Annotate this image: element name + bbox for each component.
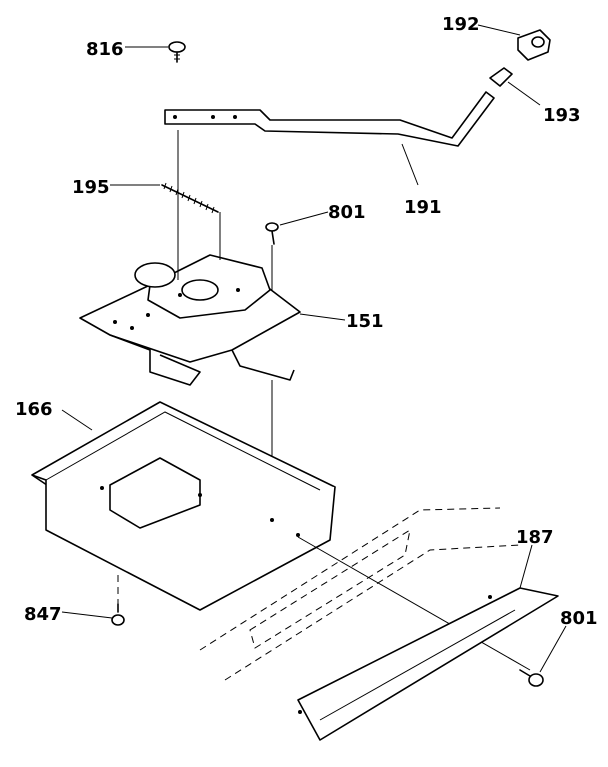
part-195-spring — [110, 182, 219, 214]
label-191: 191 — [404, 197, 442, 218]
label-847: 847 — [24, 604, 62, 625]
part-816-screw — [125, 41, 186, 63]
label-801-bottom: 801 — [560, 608, 598, 629]
label-192: 192 — [442, 14, 480, 35]
part-193-bushing — [489, 67, 541, 106]
label-816: 816 — [86, 39, 124, 60]
label-195: 195 — [72, 177, 110, 198]
part-192-knob — [477, 24, 551, 61]
label-193: 193 — [543, 105, 581, 126]
part-187-trim-strip — [297, 544, 559, 741]
label-151: 151 — [346, 311, 384, 332]
background-rail — [199, 507, 521, 681]
part-151-mechanism — [79, 130, 346, 520]
label-801-top: 801 — [328, 202, 366, 223]
label-187: 187 — [516, 527, 554, 548]
part-847-screw — [61, 575, 125, 626]
part-166-tray — [31, 401, 531, 671]
part-191-lever-arm — [164, 91, 495, 186]
label-166: 166 — [15, 399, 53, 420]
part-801-screw-bottom — [519, 625, 567, 687]
part-801-screw-top — [265, 211, 329, 245]
